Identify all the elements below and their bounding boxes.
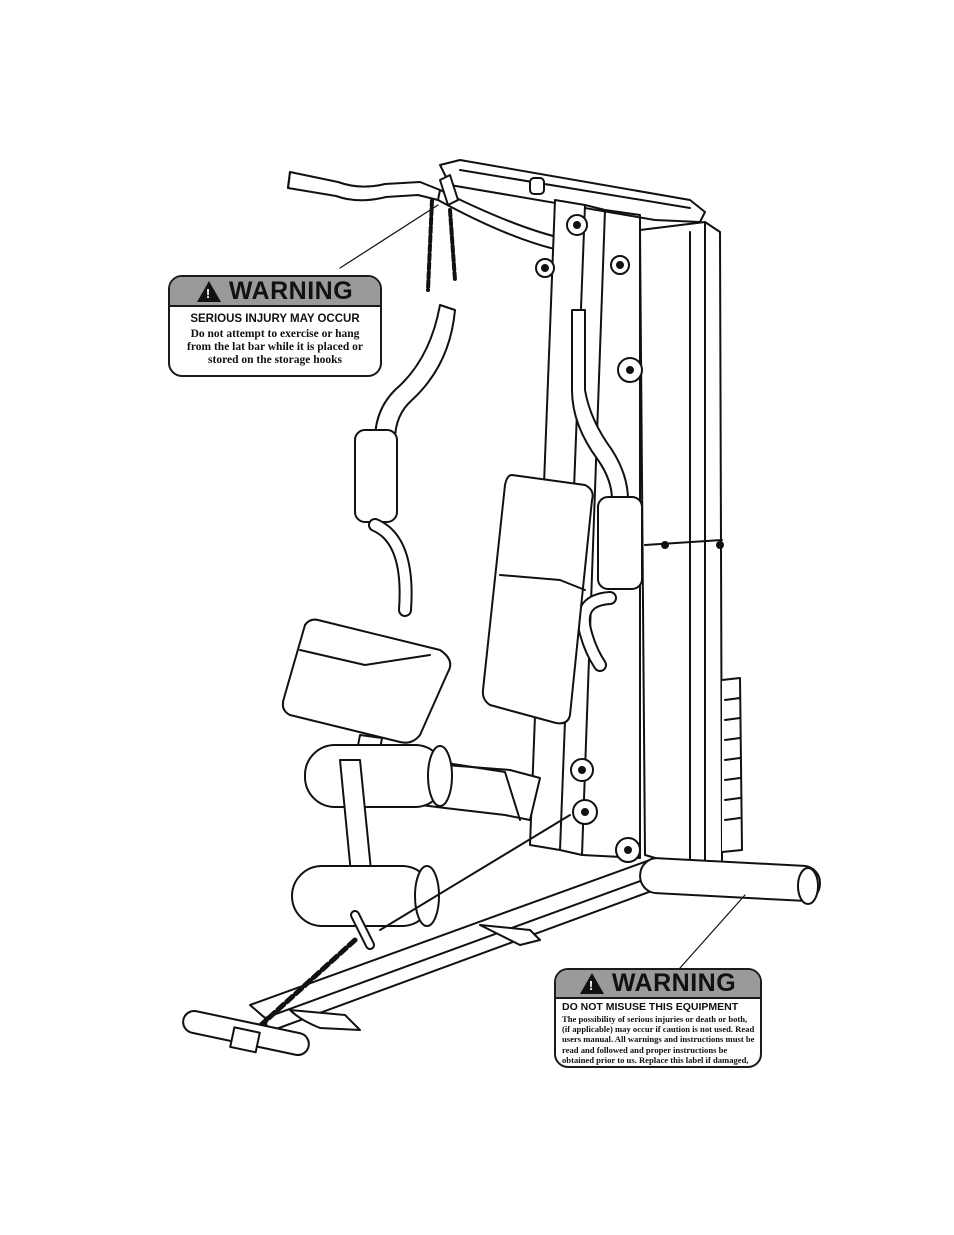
press-arm-left (354, 304, 456, 617)
low-chain (247, 814, 571, 1038)
warning-title: WARNING (611, 969, 737, 997)
warning-header: WARNING (556, 970, 760, 999)
back-pad (481, 474, 594, 725)
warning-label-misuse: WARNING DO NOT MISUSE THIS EQUIPMENT The… (554, 968, 762, 1068)
weight-stack-tower (639, 221, 743, 869)
leader-lines (339, 204, 746, 969)
warning-subheader: DO NOT MISUSE THIS EQUIPMENT (562, 1001, 739, 1013)
leg-developer (291, 744, 453, 950)
base-frame (249, 857, 821, 1033)
warning-body: The possibility of serious injuries or d… (562, 1014, 755, 1066)
warning-title: WARNING (228, 276, 354, 305)
press-arm-right (571, 309, 643, 672)
top-frame (439, 159, 706, 223)
warning-subheader: SERIOUS INJURY MAY OCCUR (190, 313, 360, 325)
seat-pad (281, 618, 452, 744)
warning-triangle-icon (196, 280, 221, 302)
pulleys (535, 214, 643, 863)
chain-and-hooks (426, 174, 459, 292)
warning-triangle-icon (579, 973, 604, 994)
ankle-handle (182, 1009, 310, 1057)
warning-body: Do not attempt to exercise or hang from … (187, 328, 363, 366)
warning-header: WARNING (170, 277, 380, 307)
warning-label-lat-bar: WARNING SERIOUS INJURY MAY OCCUR Do not … (168, 275, 382, 377)
